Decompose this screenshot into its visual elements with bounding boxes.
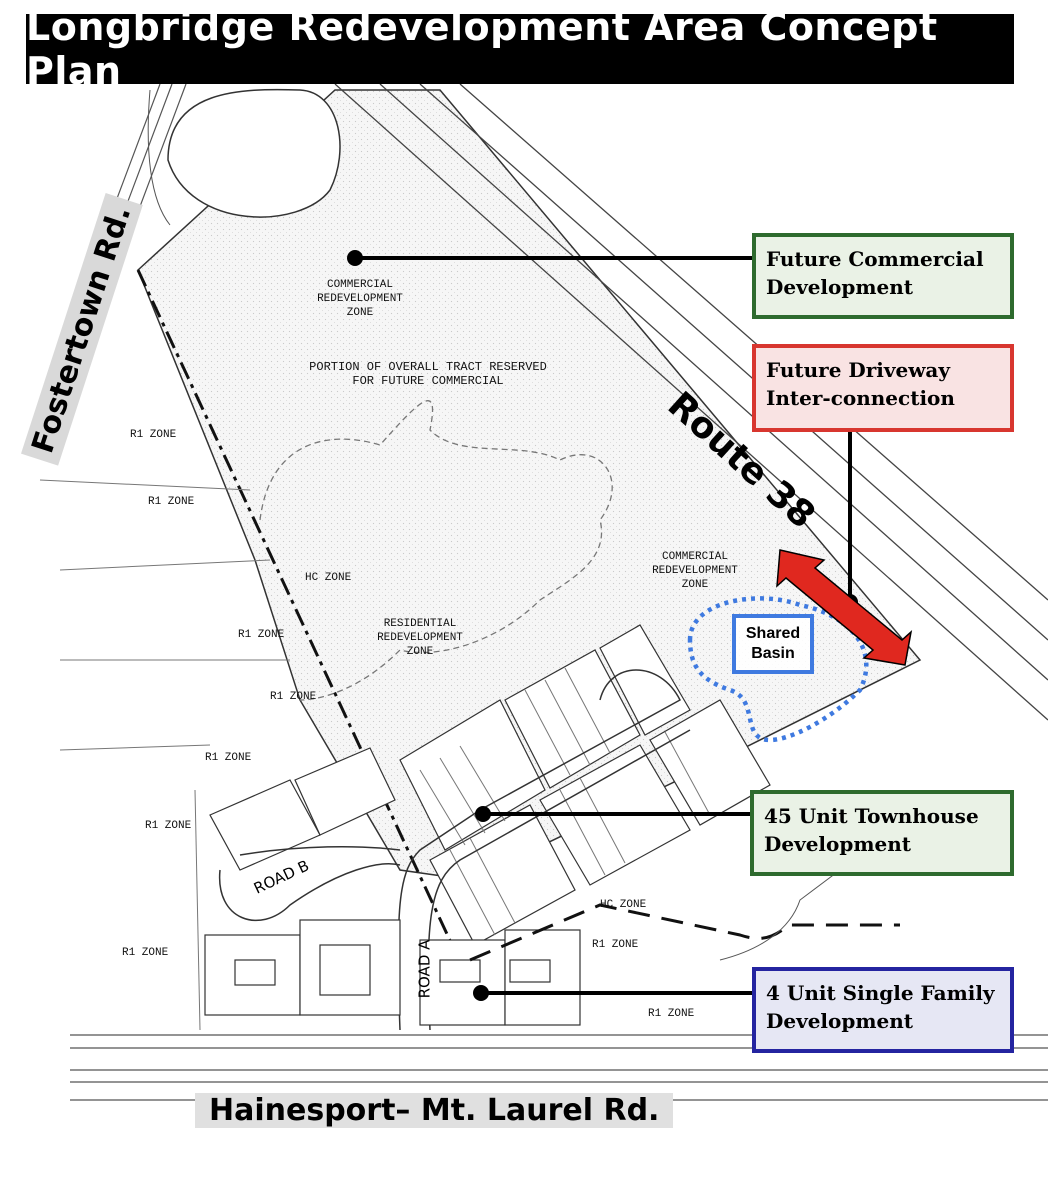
callout-single-family-text: 4 Unit Single Family Development: [766, 981, 995, 1033]
shared-basin-text: Shared Basin: [745, 625, 801, 662]
callout-townhouse-development: 45 Unit Townhouse Development: [750, 790, 1014, 876]
r1-zone-label: R1 ZONE: [122, 947, 169, 959]
hc-zone-boundary: [469, 903, 900, 962]
r1-zone-label: R1 ZONE: [148, 496, 195, 508]
townhouse-hatching: [419, 667, 711, 936]
r1-zone-label: R1 ZONE: [130, 429, 177, 441]
shared-basin-label: Shared Basin: [732, 614, 814, 674]
r1-zone-label: R1 ZONE: [592, 939, 639, 951]
site-plan-map: [29, 84, 1048, 1101]
off-ramp-loop: [167, 88, 341, 218]
callout-driveway-text: Future Driveway Inter-connection: [766, 358, 955, 410]
lot-lines: [39, 479, 290, 1031]
single-family-houses: [234, 944, 551, 996]
r1-zone-label: R1 ZONE: [648, 1008, 695, 1020]
callout-future-commercial: Future Commercial Development: [752, 233, 1014, 319]
commercial-zone-label-right: COMMERCIAL REDEVELOPMENT ZONE: [652, 551, 738, 591]
residential-zone-label: RESIDENTIAL REDEVELOPMENT ZONE: [377, 618, 463, 658]
callout-driveway-interconnection: Future Driveway Inter-connection: [752, 344, 1014, 432]
title-banner: Longbridge Redevelopment Area Concept Pl…: [26, 5, 1014, 93]
hc-zone-label-right: HC ZONE: [600, 899, 647, 911]
callout-single-family-development: 4 Unit Single Family Development: [752, 967, 1014, 1053]
r1-zone-label: R1 ZONE: [238, 629, 285, 641]
commercial-zone-label-top: COMMERCIAL REDEVELOPMENT ZONE: [317, 279, 403, 319]
r1-zone-label: R1 ZONE: [270, 691, 317, 703]
route-38-road-lines: [334, 84, 1048, 721]
r1-zone-label: R1 ZONE: [145, 820, 192, 832]
hc-zone-label-left: HC ZONE: [305, 572, 352, 584]
page-title: Longbridge Redevelopment Area Concept Pl…: [26, 5, 938, 93]
r1-zone-label: R1 ZONE: [205, 752, 252, 764]
wetlands-line: [259, 400, 613, 701]
callout-future-commercial-text: Future Commercial Development: [766, 247, 984, 299]
reserved-commercial-label: PORTION OF OVERALL TRACT RESERVED FOR FU…: [309, 360, 547, 388]
road-b-loop: [219, 863, 401, 922]
hainesport-road-label: Hainesport– Mt. Laurel Rd.: [195, 1093, 674, 1128]
callout-leader-lines: [355, 256, 852, 995]
callout-townhouse-text: 45 Unit Townhouse Development: [764, 804, 979, 856]
road-a-label: ROAD A: [415, 939, 434, 999]
driveway-arrow: [776, 549, 913, 666]
